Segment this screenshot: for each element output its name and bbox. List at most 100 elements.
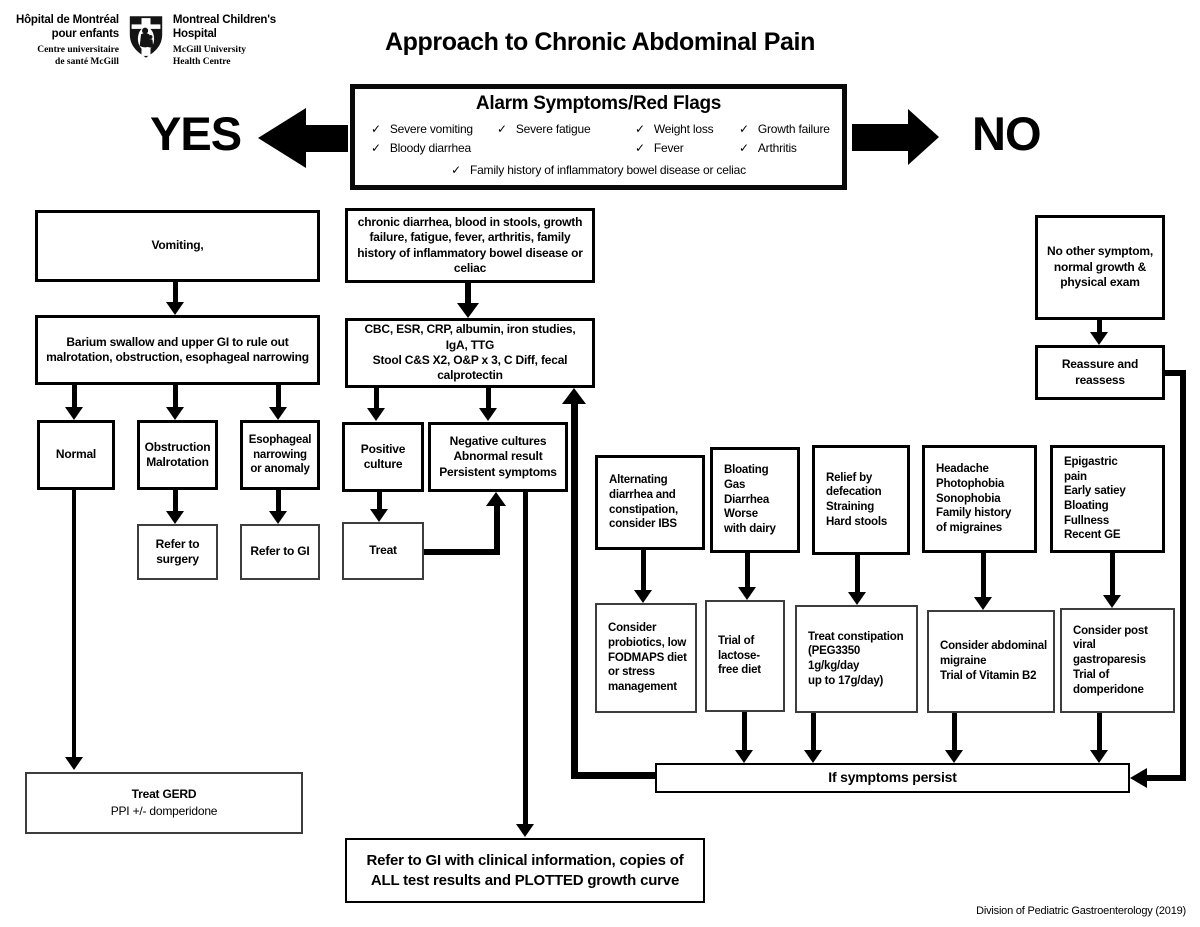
node-treatment-probiotics: Consider probiotics, low FODMAPS diet or…: [595, 603, 697, 713]
arrowhead-negative-refer-full: [516, 824, 534, 837]
page-title: Approach to Chronic Abdominal Pain: [385, 28, 815, 56]
node-vomiting: Vomiting,: [35, 210, 320, 282]
connector-labs-negative: [486, 388, 491, 409]
alarm-item: ✓ Severe vomiting: [371, 122, 497, 136]
arrowhead-labs-positive: [367, 408, 385, 421]
logo-english-block: Montreal Children's Hospital McGill Univ…: [173, 14, 276, 69]
alarm-title: Alarm Symptoms/Red Flags: [475, 93, 722, 114]
node-treatment-domperidone: Consider post viral gastroparesis Trial …: [1060, 608, 1175, 713]
alarm-items: ✓ Severe vomiting ✓ Bloody diarrhea ✓ Sever…: [355, 115, 842, 155]
connector-positive-treat: [377, 492, 382, 510]
arrowhead-noother-reassure: [1090, 332, 1108, 345]
connector-barium-normal: [72, 385, 77, 408]
connector-persist-loop-h: [571, 772, 657, 779]
connector-treatment2-persist: [742, 712, 747, 751]
arrowhead-normal-treat-gerd: [65, 757, 83, 770]
connector-barium-esophageal: [276, 385, 281, 408]
connector-treatment5-persist: [1097, 713, 1102, 751]
node-treatment-vitamin-b2: Consider abdominal migraine Trial of Vit…: [927, 610, 1055, 713]
arrowhead-barium-normal: [65, 407, 83, 420]
alarm-column-3: ✓Weight loss ✓Fever: [635, 122, 739, 155]
node-barium-swallow: Barium swallow and upper GI to rule out …: [35, 315, 320, 385]
arrowhead-positive-treat: [370, 509, 388, 522]
check-icon: ✓: [371, 122, 381, 136]
credit-line: Division of Pediatric Gastroenterology (…: [976, 905, 1186, 917]
alarm-footer-label: Family history of inflammatory bowel dis…: [469, 163, 746, 177]
alarm-item-label: Arthritis: [757, 141, 797, 155]
alarm-column-4: ✓ Growth failure ✓ Arthritis: [739, 122, 834, 155]
hospital-logo: Hôpital de Montréal pour enfants Centre …: [16, 14, 276, 69]
check-icon: ✓: [635, 141, 645, 155]
check-icon: ✓: [739, 141, 749, 155]
arrowhead-symptom3-treatment3: [848, 592, 866, 605]
arrowhead-persist-labs: [562, 388, 586, 404]
connector-treatment3-persist: [811, 713, 816, 751]
check-icon: ✓: [451, 163, 461, 177]
arrowhead-symptom1-treatment1: [634, 590, 652, 603]
node-if-symptoms-persist: If symptoms persist: [655, 763, 1130, 793]
arrowhead-treatment4-persist: [945, 750, 963, 763]
node-positive-culture: Positive culture: [342, 422, 424, 492]
arrowhead-esophageal-refer-gi: [269, 511, 287, 524]
check-icon: ✓: [497, 122, 507, 136]
alarm-column-1: ✓ Severe vomiting ✓ Bloody diarrhea: [371, 122, 497, 155]
alarm-item-label: Bloody diarrhea: [389, 141, 471, 155]
arrowhead-chronic-labs: [457, 303, 479, 318]
arrowhead-symptom4-treatment4: [974, 597, 992, 610]
connector-treatment4-persist: [952, 713, 957, 751]
alarm-item-label: Weight loss: [653, 122, 714, 136]
connector-chronic-labs: [465, 283, 471, 304]
alarm-item: ✓ Arthritis: [739, 141, 834, 155]
alarm-footer-item: ✓ Family history of inflammatory bowel d…: [355, 163, 842, 177]
arrowhead-treatment3-persist: [804, 750, 822, 763]
arrowhead-barium-esophageal: [269, 407, 287, 420]
connector-reassure-loop-h1: [1165, 370, 1186, 376]
node-refer-gi-full: Refer to GI with clinical information, c…: [345, 838, 705, 903]
no-arrow-body: [852, 124, 910, 151]
node-lab-workup: CBC, ESR, CRP, albumin, iron studies, Ig…: [345, 318, 595, 388]
connector-obstruction-surgery: [173, 490, 178, 512]
node-treat-gerd: Treat GERD PPI +/- domperidone: [25, 772, 303, 834]
yes-arrow-body: [303, 125, 348, 152]
arrowhead-vomiting-barium: [166, 302, 184, 315]
connector-symptom1-treatment1: [641, 550, 646, 591]
connector-symptom2-treatment2: [745, 553, 750, 588]
alarm-item: ✓ Bloody diarrhea: [371, 141, 497, 155]
check-icon: ✓: [635, 122, 645, 136]
connector-reassure-loop-v: [1180, 370, 1186, 781]
no-label: NO: [972, 107, 1041, 160]
alarm-item: ✓ Weight loss: [635, 122, 739, 136]
yes-arrow-icon: [258, 108, 306, 168]
node-refer-to-gi: Refer to GI: [240, 524, 320, 580]
check-icon: ✓: [371, 141, 381, 155]
alarm-item-label: Severe fatigue: [515, 122, 591, 136]
connector-normal-treat-gerd: [72, 490, 76, 758]
hospital-shield-icon: [129, 16, 163, 58]
alarm-item: ✓ Severe fatigue: [497, 122, 635, 136]
node-no-other-symptom: No other symptom, normal growth & physic…: [1035, 215, 1165, 320]
check-icon: ✓: [739, 122, 749, 136]
node-symptom-migraine: Headache Photophobia Sonophobia Family h…: [922, 445, 1037, 553]
connector-symptom5-treatment5: [1110, 553, 1115, 596]
alarm-symptoms-box: Alarm Symptoms/Red Flags ✓ Severe vomitin…: [350, 84, 847, 190]
connector-persist-loop-v: [571, 403, 578, 778]
node-obstruction-malrotation: Obstruction Malrotation: [137, 420, 218, 490]
connector-noother-reassure: [1097, 320, 1102, 333]
node-treatment-lactose-free: Trial of lactose- free diet: [705, 600, 785, 712]
arrowhead-treatment5-persist: [1090, 750, 1108, 763]
node-symptom-gastroparesis: Epigastric pain Early satiey Bloating Fu…: [1050, 445, 1165, 553]
arrowhead-treat-negative: [486, 492, 506, 506]
treat-gerd-title: Treat GERD: [131, 786, 197, 801]
node-negative-cultures: Negative cultures Abnormal result Persis…: [428, 422, 568, 492]
node-treat: Treat: [342, 522, 424, 580]
node-chronic-symptoms: chronic diarrhea, blood in stools, growt…: [345, 208, 595, 283]
alarm-item-label: Severe vomiting: [389, 122, 473, 136]
alarm-item-label: Growth failure: [757, 122, 830, 136]
no-arrow-icon: [908, 109, 939, 165]
logo-fr-org: Centre universitaire de santé McGill: [37, 45, 119, 67]
logo-fr-name: Hôpital de Montréal pour enfants: [16, 14, 119, 40]
node-normal: Normal: [37, 420, 115, 490]
arrowhead-reassure-persist: [1130, 768, 1147, 788]
connector-treat-negative-h: [424, 549, 500, 555]
connector-labs-positive: [374, 388, 379, 409]
